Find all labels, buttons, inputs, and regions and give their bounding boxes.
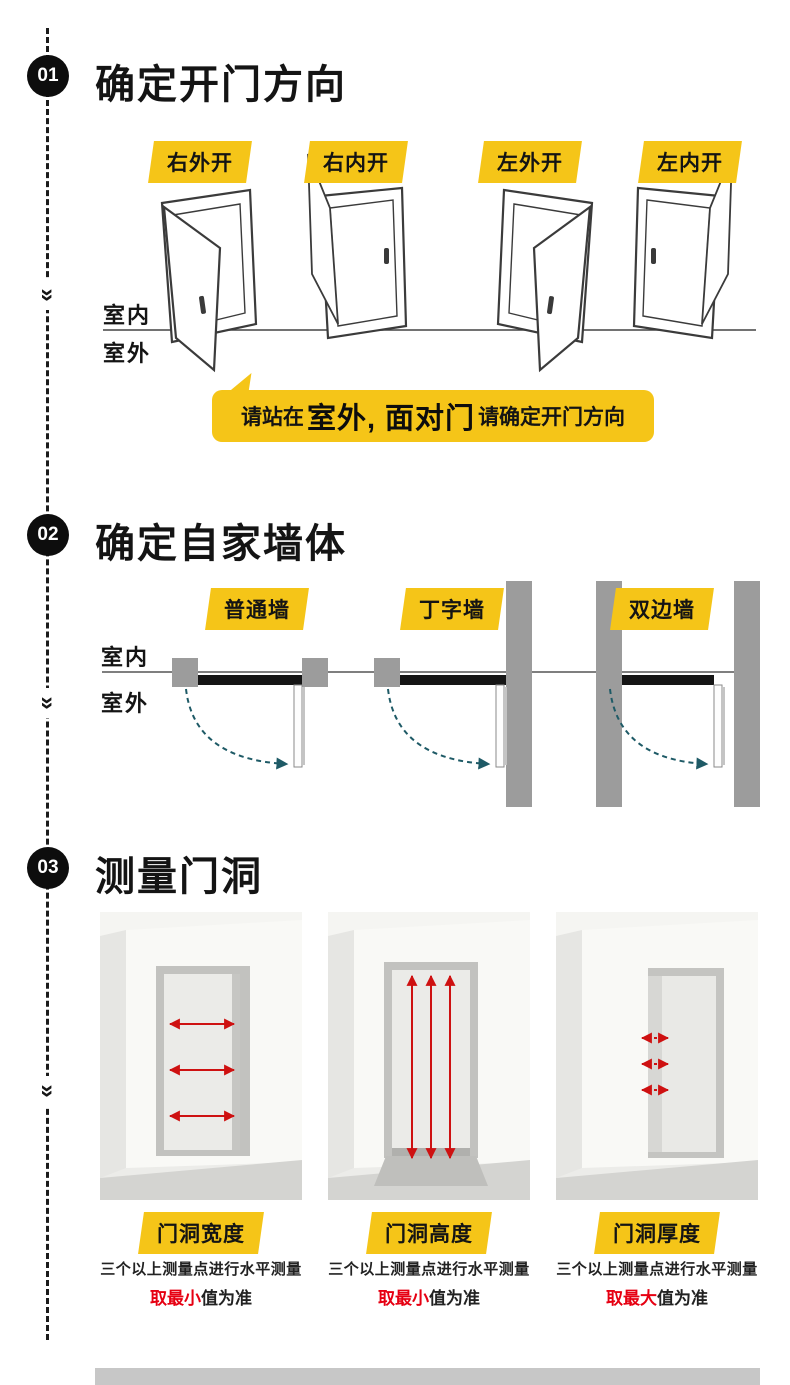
door-right-outward <box>160 188 258 373</box>
tag-right-inward: 右内开 <box>304 141 408 183</box>
caption-line2: 取最小值为准 <box>81 1284 321 1309</box>
caption-line2: 取最大值为准 <box>537 1284 777 1309</box>
chevron-down-icon: » <box>34 688 62 718</box>
tag-door-thickness: 门洞厚度 <box>594 1212 720 1254</box>
callout-note: 请站在 室外, 面对门 请确定开门方向 <box>212 373 654 442</box>
caption-height: 三个以上测量点进行水平测量 取最小值为准 <box>309 1258 549 1309</box>
width-measure-arrows <box>168 1018 236 1122</box>
indoor-label: 室内 <box>101 645 150 670</box>
measure-height-photo <box>328 912 530 1200</box>
door-right-inward <box>307 153 408 340</box>
caption-line1: 三个以上测量点进行水平测量 <box>556 1261 758 1278</box>
tag-left-outward: 左外开 <box>478 141 582 183</box>
height-measure-arrows <box>406 974 456 1160</box>
tag-label: 左内开 <box>657 152 723 175</box>
outdoor-label: 室外 <box>101 691 150 716</box>
chevron-down-icon: » <box>34 1076 62 1106</box>
bottom-divider <box>95 1368 760 1385</box>
normal-wall-diagram <box>172 658 328 770</box>
measure-thickness-photo <box>556 912 758 1200</box>
door-swing-arc <box>185 688 289 770</box>
caption-width: 三个以上测量点进行水平测量 取最小值为准 <box>81 1258 321 1309</box>
callout-text-post: 请确定开门方向 <box>478 406 626 429</box>
caption-thickness: 三个以上测量点进行水平测量 取最大值为准 <box>537 1258 777 1309</box>
step-3-title: 测量门洞 <box>95 855 263 899</box>
tag-label: 门洞厚度 <box>613 1223 701 1246</box>
tag-t-wall: 丁字墙 <box>400 588 504 630</box>
step-2-title: 确定自家墙体 <box>95 522 347 566</box>
tag-door-width: 门洞宽度 <box>138 1212 264 1254</box>
tag-label: 右内开 <box>323 152 389 175</box>
caption-emphasis: 取最小 <box>378 1289 429 1308</box>
outdoor-label: 室外 <box>103 341 152 366</box>
caption-line1: 三个以上测量点进行水平测量 <box>328 1261 530 1278</box>
timeline-rail <box>46 28 49 1340</box>
tag-left-inward: 左内开 <box>638 141 742 183</box>
door-swing-arc <box>609 688 709 770</box>
chevron-glyph: » <box>34 288 62 302</box>
tag-label: 双边墙 <box>629 599 695 622</box>
caption-rest: 值为准 <box>429 1289 480 1308</box>
callout-text-strong: 室外, 面对门 <box>306 403 476 435</box>
door-left-outward <box>496 188 594 373</box>
caption-rest: 值为准 <box>201 1289 252 1308</box>
indoor-label: 室内 <box>103 303 152 328</box>
callout-text-pre: 请站在 <box>240 406 304 429</box>
t-wall-diagram <box>374 581 532 807</box>
chevron-glyph: » <box>34 696 62 710</box>
tag-double-side-wall: 双边墙 <box>610 588 714 630</box>
caption-rest: 值为准 <box>657 1289 708 1308</box>
tag-label: 丁字墙 <box>419 599 485 622</box>
tag-normal-wall: 普通墙 <box>205 588 309 630</box>
chevron-glyph: » <box>34 1084 62 1098</box>
tag-label: 门洞宽度 <box>157 1223 245 1246</box>
step-2-badge: 02 <box>27 514 69 556</box>
chevron-down-icon: » <box>34 280 62 310</box>
wall-type-illustration <box>102 581 760 807</box>
tag-label: 普通墙 <box>224 599 290 622</box>
measure-width-photo <box>100 912 302 1200</box>
tag-label: 左外开 <box>497 152 563 175</box>
caption-emphasis: 取最小 <box>150 1289 201 1308</box>
callout-tail <box>228 373 256 392</box>
tag-label: 门洞高度 <box>385 1223 473 1246</box>
door-direction-illustration <box>103 153 756 373</box>
caption-line1: 三个以上测量点进行水平测量 <box>100 1261 302 1278</box>
double-side-wall-diagram <box>596 581 760 807</box>
step-1-title: 确定开门方向 <box>95 63 347 107</box>
caption-emphasis: 取最大 <box>606 1289 657 1308</box>
thickness-measure-arrows <box>640 1032 670 1096</box>
tag-door-height: 门洞高度 <box>366 1212 492 1254</box>
step-1-badge: 01 <box>27 55 69 97</box>
tag-label: 右外开 <box>167 152 233 175</box>
door-left-inward <box>632 153 733 340</box>
step-3-badge: 03 <box>27 847 69 889</box>
tag-right-outward: 右外开 <box>148 141 252 183</box>
door-swing-arc <box>387 688 491 770</box>
caption-line2: 取最小值为准 <box>309 1284 549 1309</box>
